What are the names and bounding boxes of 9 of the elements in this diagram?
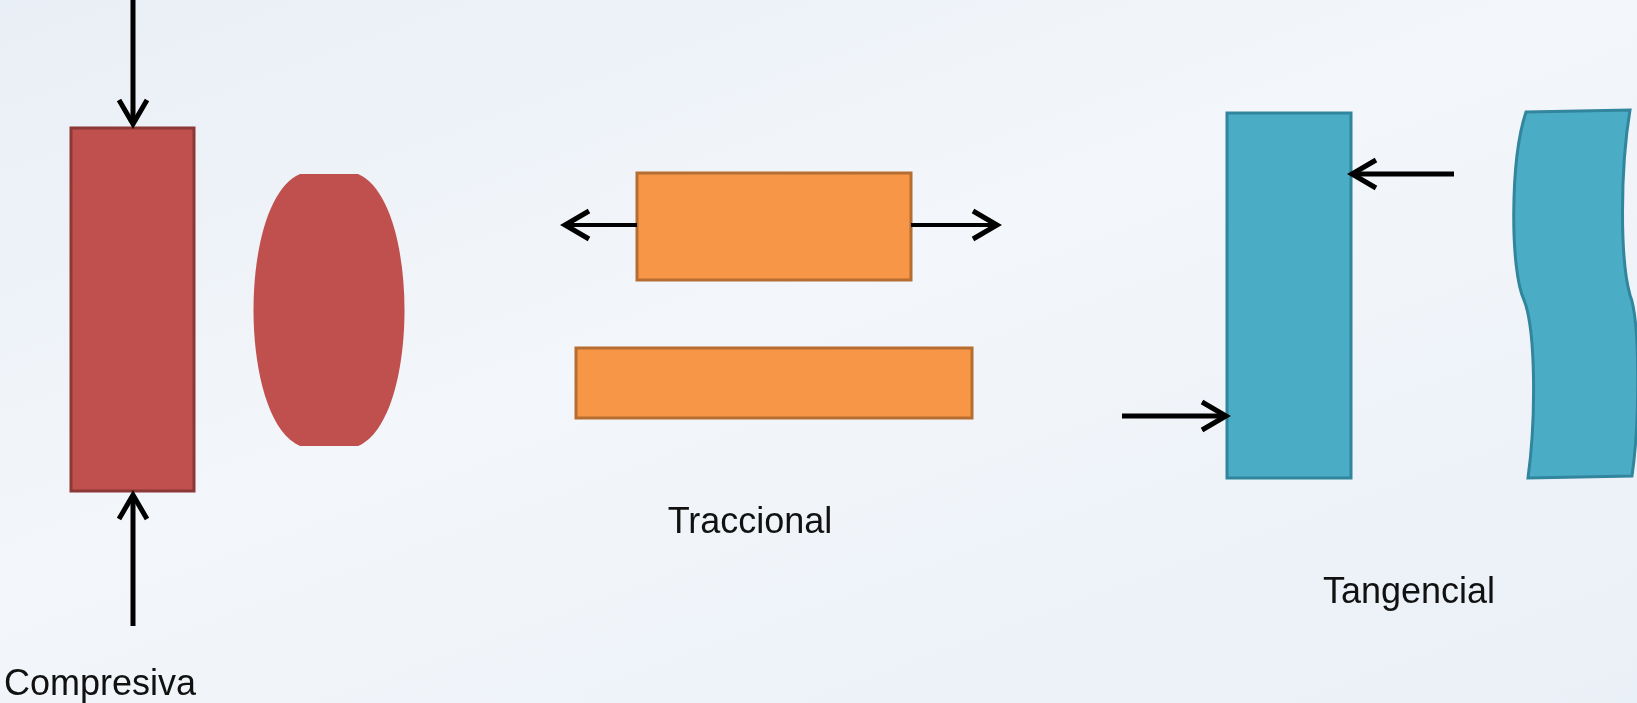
caption: Traccional (667, 500, 833, 542)
deformed-bar (1512, 108, 1637, 480)
caption: Compresiva (3, 662, 197, 703)
sheared-bar (1225, 111, 1353, 480)
bulged-bar (253, 174, 405, 446)
caption: Tangencial (1322, 570, 1496, 612)
compressed-bar (69, 126, 196, 493)
elongated-bar (574, 346, 974, 420)
tensioned-bar (635, 171, 913, 282)
